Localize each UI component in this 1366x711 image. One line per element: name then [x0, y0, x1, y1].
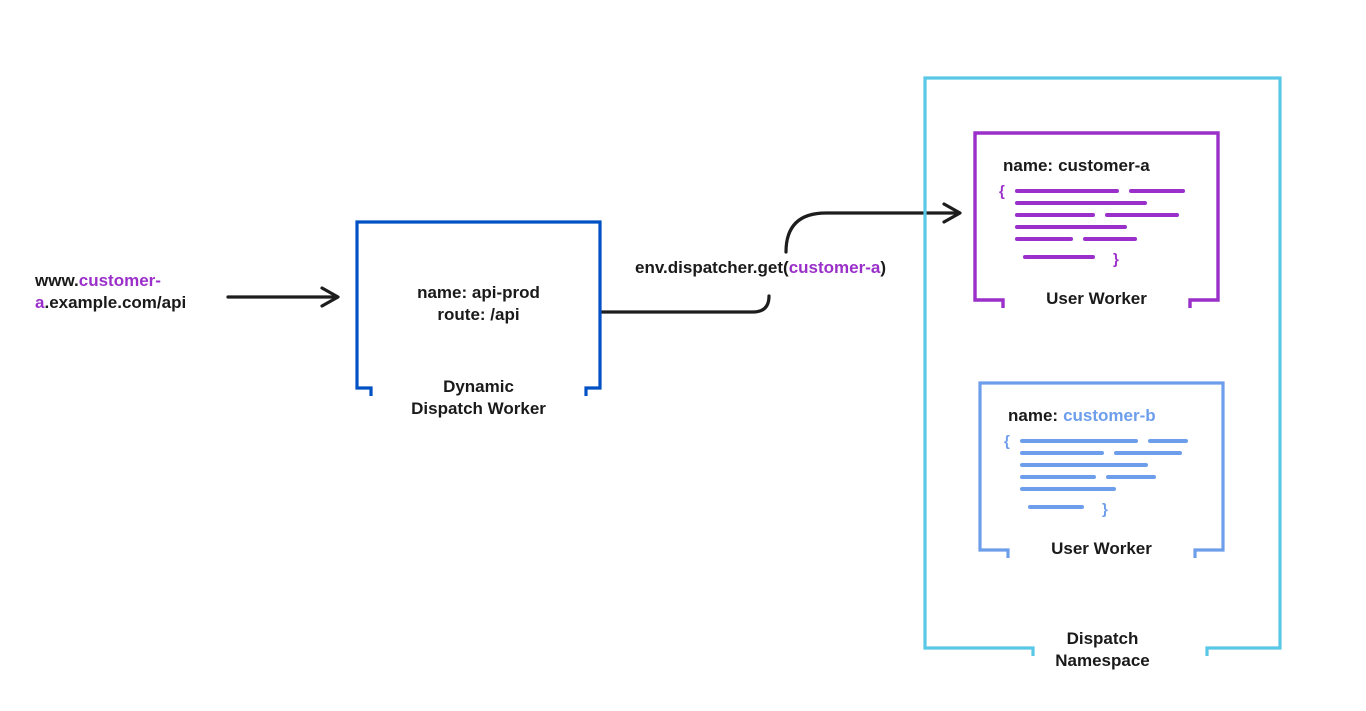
dispatch-worker-caption-line1: Dynamic: [443, 377, 514, 396]
user-worker-a-border: [973, 131, 1220, 308]
dispatch-worker-caption: Dynamic Dispatch Worker: [357, 376, 600, 420]
code-line: [1015, 201, 1185, 205]
dispatcher-call-suffix: ): [880, 258, 886, 277]
worker-a-name: name:customer-a: [1003, 155, 1150, 177]
worker-b-open-brace: {: [1004, 433, 1010, 450]
code-line: [1015, 237, 1185, 241]
dispatcher-arrowhead-icon: [942, 202, 962, 224]
url-domain: .example.com/api: [44, 293, 187, 312]
user-worker-b-border: [978, 381, 1225, 558]
worker-b-name-label: name:: [1008, 406, 1059, 425]
code-line: [1020, 475, 1188, 479]
dispatch-worker-name: name: api-prod: [417, 283, 540, 302]
dispatch-worker-route: route: /api: [437, 305, 520, 324]
worker-a-code-block: { }: [999, 184, 1185, 268]
url-customer-part1: customer-: [78, 271, 161, 290]
request-arrowhead-icon: [320, 286, 340, 308]
code-line: [1020, 439, 1188, 443]
dispatch-worker-caption-line2: Dispatch Worker: [411, 399, 546, 418]
dispatcher-call-prefix: env.dispatcher.get(: [635, 258, 789, 277]
code-line: [1020, 451, 1188, 455]
worker-a-close-brace: }: [1113, 251, 1119, 268]
user-worker-a-box: name:customer-a { } User Worker: [975, 133, 1218, 308]
request-url-label: www.customer- a.example.com/api: [35, 270, 186, 314]
dispatch-namespace-border: [923, 76, 1282, 656]
dynamic-dispatch-worker-box: name: api-prod route: /api Dynamic Dispa…: [357, 222, 600, 418]
dynamic-dispatch-worker-border: [355, 220, 602, 396]
worker-a-name-value: customer-a: [1058, 156, 1150, 175]
worker-a-caption: User Worker: [1046, 289, 1147, 308]
worker-b-name-value: customer-b: [1063, 406, 1156, 425]
worker-a-open-brace: {: [999, 183, 1005, 200]
namespace-caption-line1: Dispatch: [1066, 629, 1139, 648]
dispatcher-connector-curve: [784, 211, 960, 254]
worker-b-code-block: { }: [1004, 434, 1188, 518]
request-url-line2: a.example.com/api: [35, 292, 186, 314]
code-line: }: [1023, 249, 1185, 268]
namespace-caption-line2: Namespace: [1055, 651, 1150, 670]
url-www: www.: [35, 271, 79, 290]
dispatcher-call-argument: customer-a: [788, 258, 881, 277]
dispatch-namespace-box: Dispatch Namespace: [925, 78, 1280, 670]
dispatch-worker-config: name: api-prod route: /api: [357, 282, 600, 326]
url-customer-part2: a: [35, 293, 45, 312]
code-line: [1015, 225, 1185, 229]
worker-a-name-label: name:: [1003, 156, 1054, 175]
code-line: [1015, 213, 1185, 217]
code-line: [1020, 487, 1188, 491]
code-line: [1020, 463, 1188, 467]
dispatcher-connector-tail: [598, 294, 771, 314]
worker-b-caption: User Worker: [1051, 539, 1152, 558]
user-worker-b-box: name:customer-b { } User Worker: [980, 383, 1223, 558]
worker-b-close-brace: }: [1102, 501, 1108, 518]
dispatcher-call-label: env.dispatcher.get(customer-a): [635, 257, 886, 279]
code-line: }: [1028, 499, 1188, 518]
worker-b-name: name:customer-b: [1008, 405, 1156, 427]
code-line: [1015, 189, 1185, 193]
request-url-line1: www.customer-: [35, 270, 186, 292]
namespace-caption: Dispatch Namespace: [925, 628, 1280, 672]
